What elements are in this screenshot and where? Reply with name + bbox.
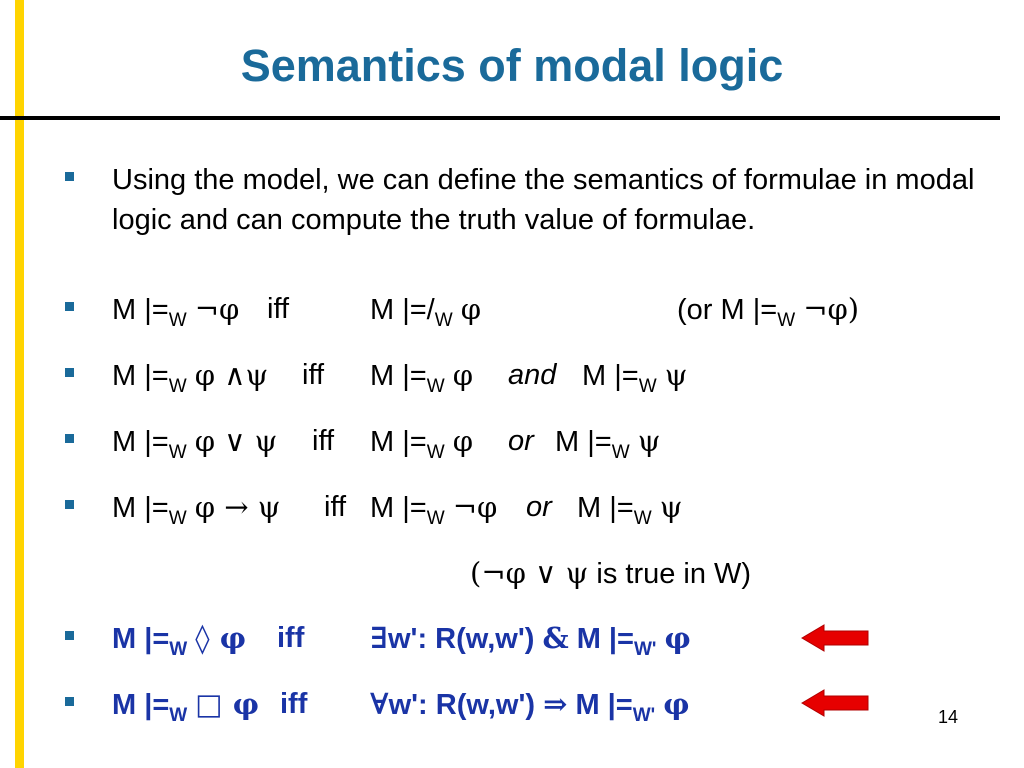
bullet-marker — [65, 697, 74, 706]
bullet-marker — [65, 500, 74, 509]
accent-bar — [15, 0, 24, 768]
bullet-marker — [65, 434, 74, 443]
intro-text: Using the model, we can define the seman… — [112, 164, 975, 236]
page-number: 14 — [938, 707, 959, 727]
bullet-marker — [65, 172, 74, 181]
red-arrow-icon — [801, 689, 869, 717]
title-rule — [0, 116, 1000, 120]
bullet-marker — [65, 368, 74, 377]
slide-title: Semantics of modal logic — [240, 40, 784, 91]
red-arrow-icon — [801, 624, 869, 652]
bullet-marker — [65, 631, 74, 640]
bullet-marker — [65, 302, 74, 311]
implication-note: (¬φ ∨ ψ is true in W) — [470, 556, 752, 590]
